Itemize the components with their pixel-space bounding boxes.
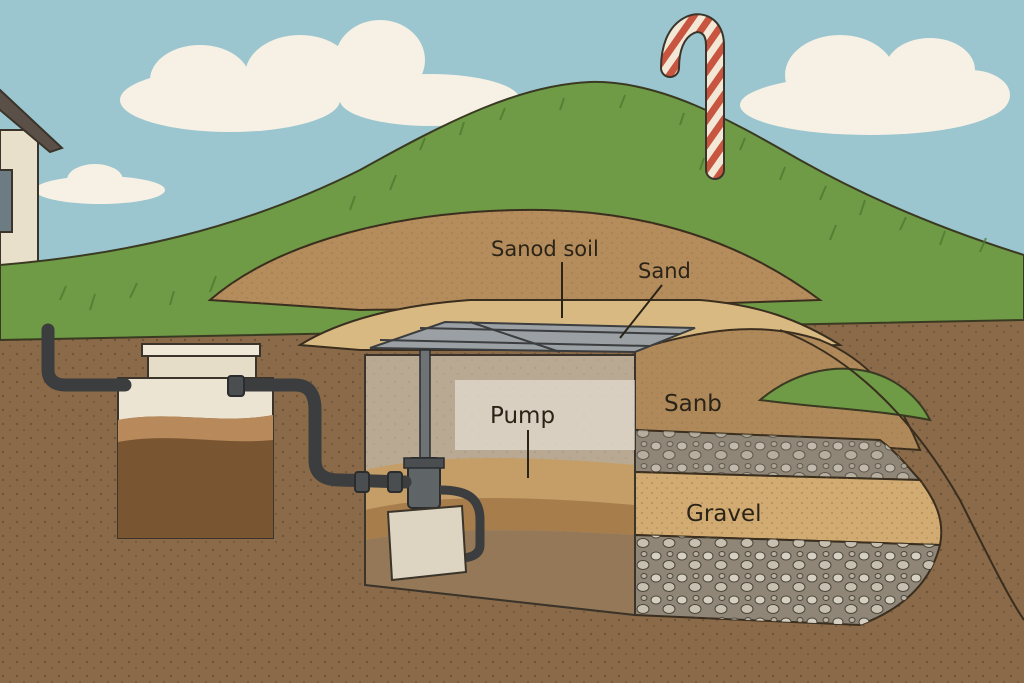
cloud-right: [740, 35, 1010, 135]
contour-line: [779, 329, 1024, 621]
pump-label-backdrop: [455, 380, 635, 450]
riser-pipe: [419, 349, 431, 461]
distribution-pipes: [369, 320, 696, 354]
label-sand-mid: Sanb: [664, 391, 722, 417]
label-gravel: Gravel: [686, 501, 762, 527]
septic-tank: [117, 343, 274, 539]
label-pointers: [527, 262, 663, 478]
house: [0, 88, 64, 271]
outlet-pipes: [41, 323, 412, 489]
cloud-small: [35, 164, 165, 204]
pump-unit: [386, 457, 485, 582]
grass-texture: [59, 94, 987, 311]
pipe-fittings: [227, 375, 403, 493]
label-sand-top: Sand: [638, 259, 691, 283]
grass-tuft-right: [757, 367, 932, 422]
label-sandy-soil: Sanod soil: [491, 237, 599, 261]
label-pump: Pump: [490, 403, 555, 429]
candy-cane-vent: [660, 13, 725, 180]
